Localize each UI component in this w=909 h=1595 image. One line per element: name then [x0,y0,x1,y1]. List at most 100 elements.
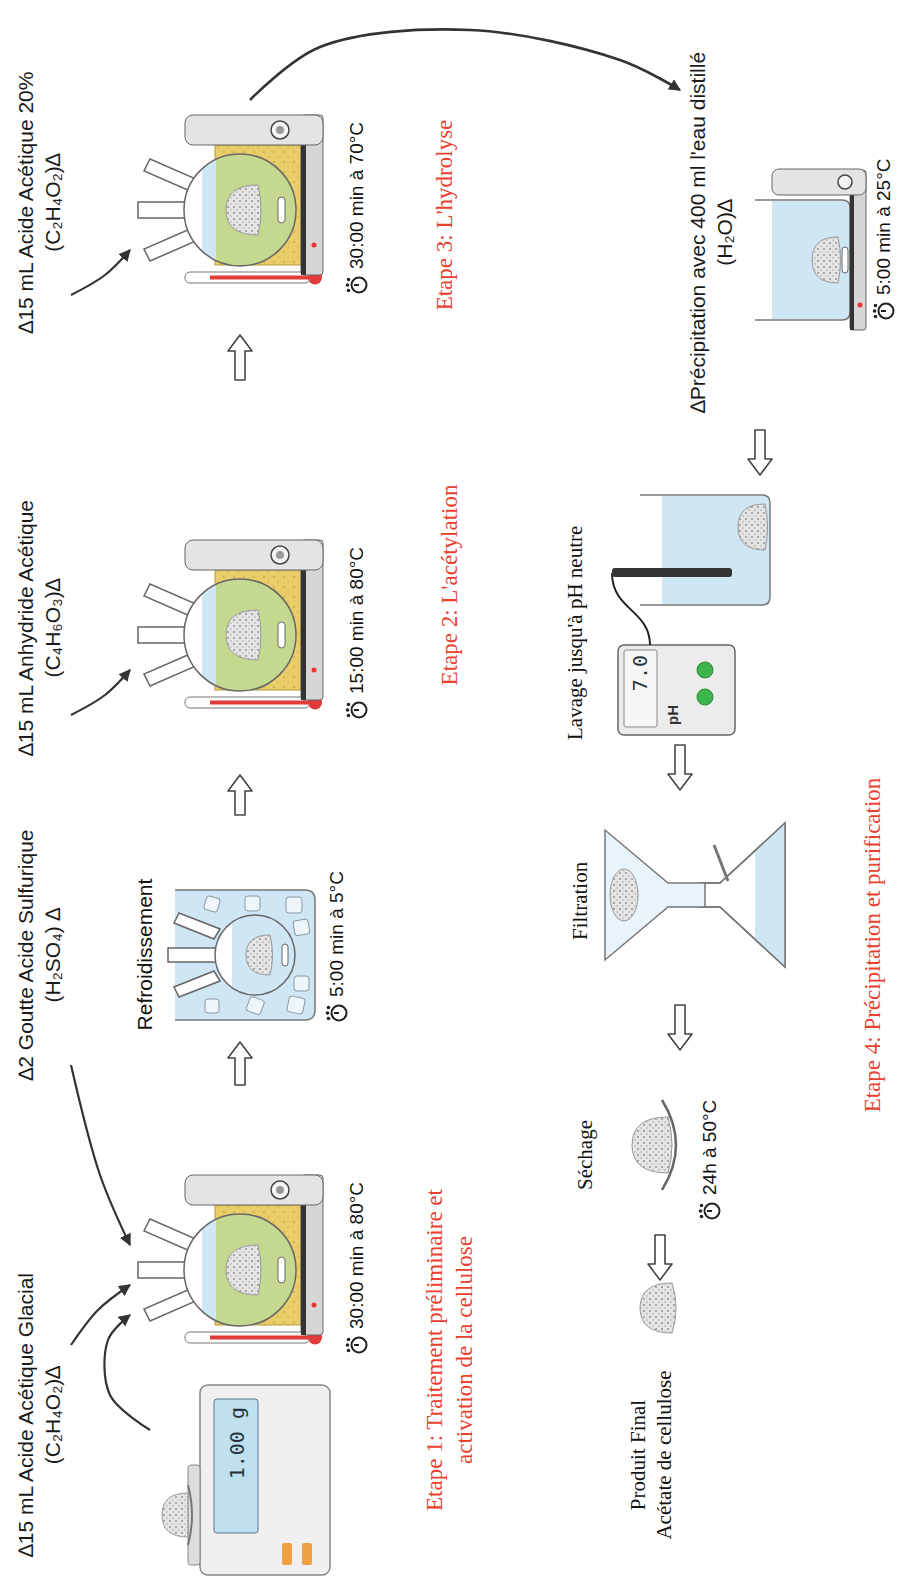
ph-reading: 7.0 [627,655,653,723]
ph-unit: pH [664,685,682,725]
filtration-drawing [605,823,785,967]
stopwatch-icon [699,1204,720,1219]
filtration-setup: Filtration [565,790,790,1005]
reaction-flask: 15:00 min à 80°C [130,380,373,775]
block-arrow [228,335,252,380]
stopwatch-icon [346,278,367,293]
precipitation-drawing [772,201,849,319]
ice-bath-drawing [282,944,288,966]
block-arrow [648,1235,672,1280]
ice-bath-drawing [294,976,309,991]
timer-label: 15:00 min à 80°C [345,529,369,694]
ice-bath-drawing [246,996,265,1015]
stopwatch-icon [873,304,894,319]
ice-bath-drawing [293,919,310,936]
ice-bath-drawing [232,913,302,997]
flask-hotplate [138,1175,323,1345]
ph-meter-drawing [697,689,713,705]
balance-drawing [302,1543,312,1565]
block-arrow [668,745,692,790]
balance-drawing [188,1485,192,1545]
balance-scale: 1.00 g [150,1380,335,1580]
curved-arrow [71,1065,130,1245]
stopwatch-icon [326,278,894,1353]
product-name: Produit Final Acétate de cellulose [625,1340,678,1570]
drying-dish-drawing [662,1100,676,1190]
reagent-label: ∆15 mL Anhydride Acétique (C₄H₆O₃)∆ [12,479,71,773]
step-title: Filtration [567,830,593,940]
ph-meter-drawing [612,573,650,645]
flask-hotplate [138,540,323,710]
curved-arrow [104,1315,150,1430]
precipitation-drawing [850,195,854,330]
drying-dish-drawing [632,1100,676,1190]
ice-bath-drawing [174,971,220,997]
drying-step: Séchage 24h à 50°C [570,1050,726,1235]
ice-bath-drawing [245,896,260,911]
precipitation-drawing [858,303,863,308]
ice-bath-drawing [174,913,220,939]
balance-drawing [200,1385,330,1575]
balance-drawing [162,1493,188,1537]
reagent-label: ∆15 mL Acide Acétique Glacial (C₂H₄O₂)∆ [12,1246,71,1580]
timer-label: 5:00 min à 5°C [325,847,349,997]
ph-meter-drawing [618,645,735,735]
block-arrow [228,1042,252,1085]
ice-bath-drawing [287,996,306,1015]
filtration-drawing [714,845,728,881]
reagent-text: ∆2 Goutte Acide Sulfurique (H₂SO₄) ∆ [12,815,67,1095]
final-product-drawing [640,1283,676,1333]
ph-meter-drawing [640,495,770,605]
step-heading: Etape 4: Précipitation et purification [858,625,888,1265]
curved-arrow [71,1285,130,1345]
precipitation-drawing [812,237,841,283]
step-heading: Etape 2: L'acétylation [435,435,465,735]
precipitation-drawing [838,175,852,189]
ice-bath-drawing [246,935,273,975]
filtration-drawing [755,823,785,967]
balance-drawing [214,1399,258,1533]
curved-arrow [71,250,130,295]
balance-reading: 1.00 g [224,1407,250,1525]
washing-step: Lavage jusqu'à pH neutre 7.0 pH [560,475,775,745]
ice-bath-drawing [168,890,315,1020]
precipitation-beaker: ∆Précipitation avec 400 ml l'eau distill… [680,36,900,430]
filtration-drawing [700,823,785,967]
reagent-label: ∆15 mL Acide Acétique 20% (C₂H₄O₂)∆ [12,56,71,345]
ice-bath-drawing [203,895,310,1015]
timer-label: 24h à 50°C [698,1065,722,1195]
ph-meter-drawing [624,650,657,727]
block-arrow [748,430,772,475]
stopwatch-icon [346,703,367,718]
cooling-bath: Refroidissement 5:00 min à 5°C [130,815,353,1042]
timer-label: 30:00 min à 80°C [345,1164,369,1329]
step-heading: Etape 1: Traitement préliminaire et acti… [420,1160,480,1540]
block-arrow [228,775,252,815]
timer-label: 30:00 min à 70°C [345,104,369,269]
ph-meter-drawing [612,568,732,577]
ice-bath-drawing [215,915,295,995]
ice-bath-drawing [168,948,220,962]
ice-bath-drawing [203,895,220,912]
curved-arrow [71,670,130,715]
balance-drawing [162,1385,330,1575]
ph-meter-drawing [697,662,713,678]
ice-bath-drawing [205,999,219,1013]
final-product-drawing [640,1283,676,1333]
timer-label: 5:00 min à 25°C [872,135,896,295]
stopwatch-icon [346,1338,367,1353]
precipitation-drawing [755,169,866,330]
drying-dish-drawing [632,1117,672,1173]
precipitation-drawing [842,247,848,273]
block-arrow [668,1005,692,1050]
step-title: Séchage [572,1080,598,1190]
reagent-text: ∆15 mL Acide Acétique Glacial (C₂H₄O₂)∆ [12,1250,67,1580]
ph-meter-drawing [662,496,769,604]
step-title: Refroidissement [132,867,158,1042]
step-title: ∆Précipitation avec 400 ml l'eau distill… [684,40,739,425]
balance-drawing [188,1465,200,1565]
step-title: Lavage jusqu'à pH neutre [562,480,588,740]
ice-bath-drawing [286,897,302,913]
flask-hotplate [138,115,323,285]
